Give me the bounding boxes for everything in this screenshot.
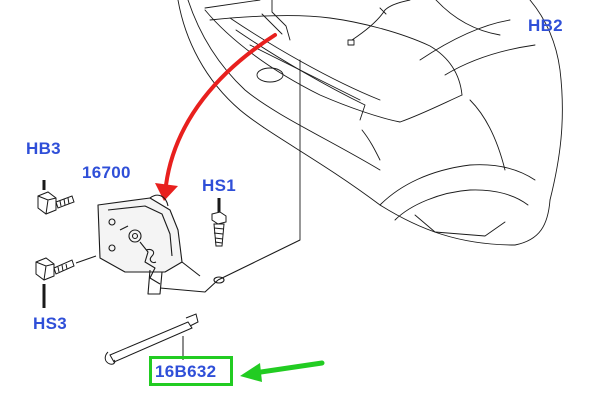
callout-hs1: HS1	[202, 176, 236, 195]
vehicle-front-outline	[177, 0, 563, 246]
bolt-hs3	[35, 255, 97, 308]
bolt-hb3	[37, 180, 75, 215]
highlight-arrow	[240, 360, 325, 382]
callout-hb2: HB2	[528, 16, 563, 35]
latch-location-arrow	[155, 33, 277, 201]
part-number-highlight-box	[149, 356, 233, 386]
hood-latch-assembly	[97, 194, 301, 295]
callout-16700: 16700	[82, 163, 131, 182]
callout-hb3: HB3	[26, 139, 61, 158]
callout-hs3: HS3	[33, 314, 67, 333]
callout-16b632: 16B632	[155, 362, 217, 381]
screw-hs1	[211, 198, 227, 247]
